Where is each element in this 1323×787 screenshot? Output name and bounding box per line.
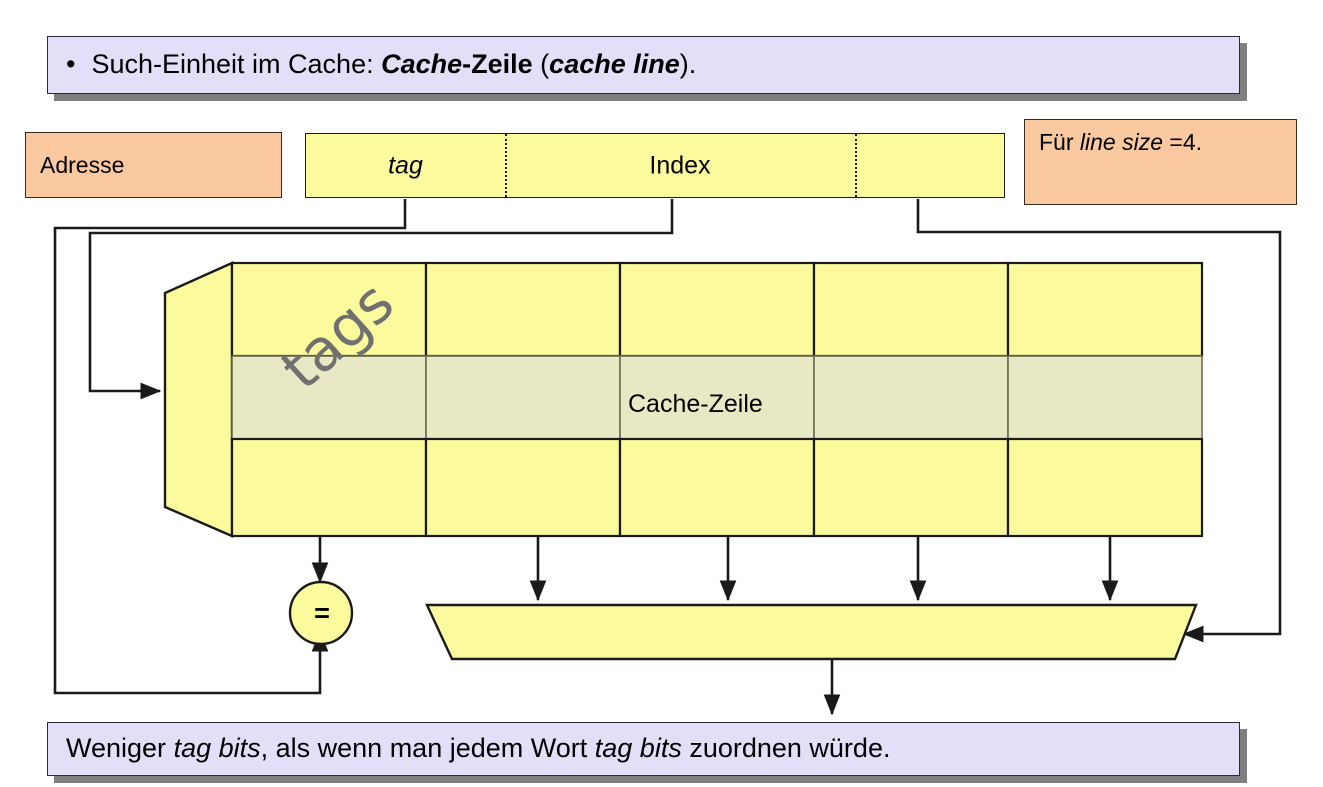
cache-cell-r0c3 (812, 261, 1010, 358)
bullet-icon: • (66, 49, 76, 80)
footer-segment-0: Weniger (66, 733, 174, 764)
cache-cell-r1c3 (813, 355, 1009, 440)
cache-cell-r1c0 (231, 355, 427, 440)
cache-cell-r2c2 (618, 437, 816, 538)
cache-cell-r0c1 (424, 261, 622, 358)
line-size-segment-0: Für (1039, 129, 1080, 155)
header-segment-3: ( (532, 49, 550, 80)
comparator-circle (288, 580, 354, 646)
cache-cell-r1c2 (619, 355, 815, 440)
cache-cell-r2c0 (230, 437, 428, 538)
footer-segment-2: , als wenn man jedem Wort (260, 733, 595, 764)
wire-tag-to-comparator (53, 199, 407, 695)
comparator-equals-label: = (314, 598, 330, 628)
adresse-note-box: Adresse (25, 132, 282, 198)
adresse-label: Adresse (40, 151, 125, 178)
line-size-segment-2: =4. (1163, 129, 1203, 155)
footer-callout: Weniger tag bits, als wenn man jedem Wor… (47, 722, 1240, 776)
header-segment-0: Such-Einheit im Cache: (91, 49, 382, 80)
cache-cell-r2c1 (424, 437, 622, 538)
line-size-segment-1: line size (1079, 129, 1163, 155)
cache-cell-r2c3 (812, 437, 1010, 538)
address-divider-tag-index (505, 134, 507, 197)
cache-cell-r2c4 (1006, 437, 1204, 538)
address-field-index-label: Index (649, 151, 711, 179)
address-divider-index-offset (855, 134, 857, 197)
wire-offset-to-mux-select (916, 199, 1282, 643)
footer-segment-1: tag bits (173, 733, 261, 764)
tags-decoder-block (163, 261, 234, 538)
footer-segment-4: zuordnen würde. (681, 733, 891, 764)
address-field-tag-label: tag (388, 151, 423, 179)
cache-cell-r1c4 (1007, 355, 1203, 440)
multiplexer-block (425, 603, 1198, 661)
wires-data-to-mux (529, 536, 1119, 602)
header-segment-1: Cache (381, 49, 463, 80)
cache-line-label: Cache-Zeile (628, 390, 763, 418)
cache-cell-r1c1 (425, 355, 621, 440)
footer-text: Weniger tag bits, als wenn man jedem Wor… (66, 733, 891, 764)
cache-cell-r0c4 (1006, 261, 1204, 358)
header-segment-4: cache line (549, 49, 680, 80)
header-callout: • Such-Einheit im Cache: Cache-Zeile (cac… (47, 36, 1240, 94)
cache-array (230, 261, 1204, 538)
cache-cell-r0c2 (618, 261, 816, 358)
header-text: • Such-Einheit im Cache: Cache-Zeile (cac… (66, 49, 697, 80)
header-segment-5: ). (679, 49, 697, 80)
footer-segment-3: tag bits (594, 733, 682, 764)
wire-index-to-decoder (88, 199, 674, 400)
address-field-strip: tag Index (305, 133, 1005, 198)
header-segment-2: -Zeile (462, 49, 533, 80)
line-size-note-box: Für line size =4. (1024, 119, 1297, 205)
